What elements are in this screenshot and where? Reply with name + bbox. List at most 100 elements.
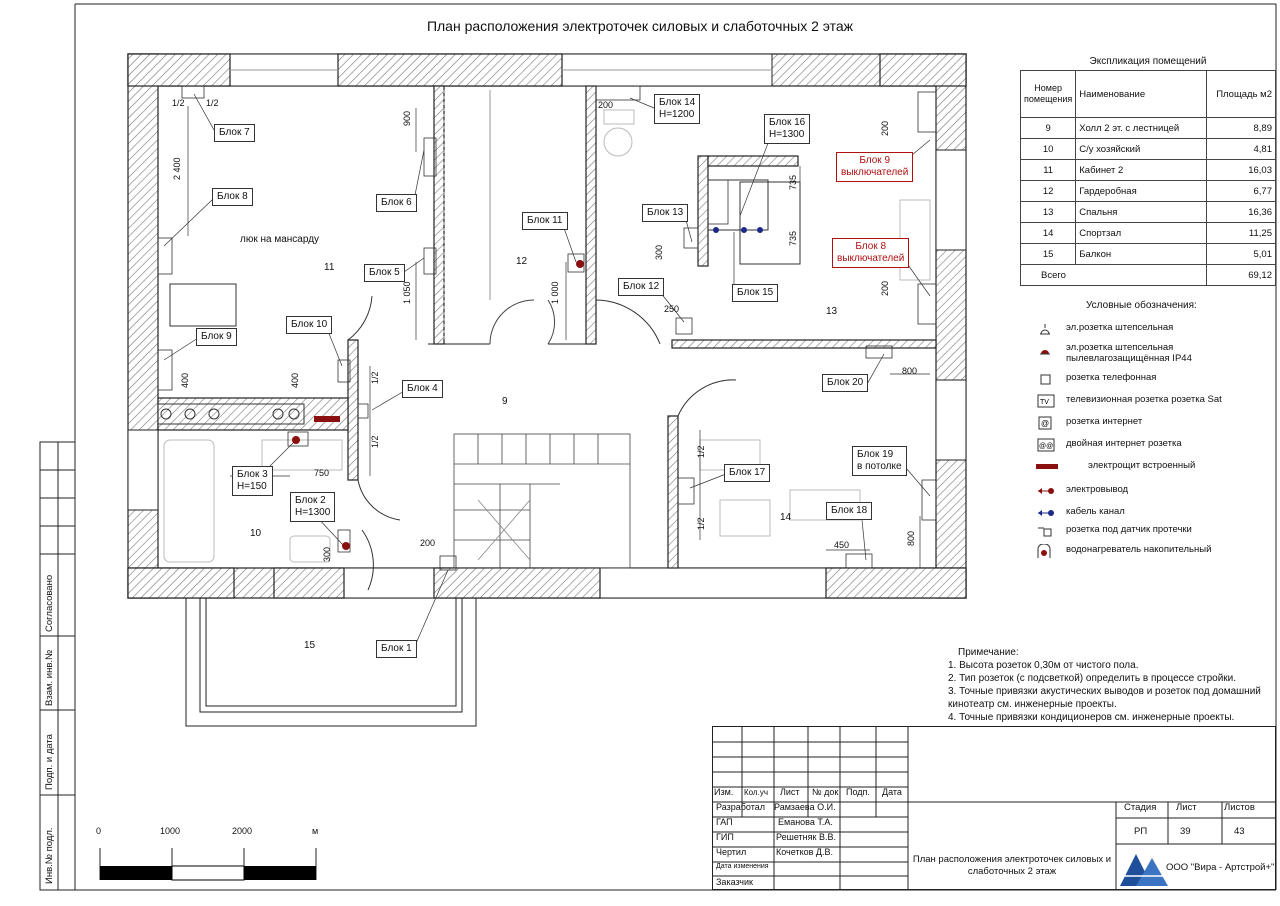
socket-icon	[1040, 324, 1050, 335]
cable-channel-icon	[1038, 510, 1054, 516]
dim-400-a: 400	[180, 372, 190, 388]
switch-block-8-note: выключателей	[837, 253, 905, 264]
dim-1050: 1 050	[402, 281, 412, 304]
legend-item-text: электрощит встроенный	[1088, 460, 1196, 471]
dim-800-b: 800	[906, 530, 916, 546]
block-1-label: Блок 1	[376, 640, 417, 658]
attic-hatch-label: люк на мансарду	[240, 234, 320, 245]
room-number-9: 9	[502, 396, 508, 407]
block-12-label: Блок 12	[618, 278, 665, 296]
dim-half-5: 1/2	[696, 445, 706, 458]
block-2-height: H=1300	[295, 507, 331, 518]
block-8-label: Блок 8	[212, 188, 253, 206]
wire-outlet-icon	[1038, 488, 1054, 494]
room-number-14: 14	[780, 512, 792, 523]
legend-item-text: двойная интернет розетка	[1066, 438, 1182, 449]
legend-item-text: эл.розетка штепсельная пылевлагозащищённ…	[1066, 342, 1192, 364]
sheet-frame	[39, 3, 1277, 891]
explication-cell-name: Спортзал	[1075, 222, 1207, 244]
block-10-label: Блок 10	[286, 316, 333, 334]
scale-tick-1000: 1000	[160, 826, 181, 836]
block-2-name: Блок 2	[295, 495, 326, 506]
dim-200-c: 200	[880, 120, 890, 136]
side-sign-date: Подп. и дата	[44, 734, 55, 790]
room-number-13: 13	[826, 306, 838, 317]
block-3-name: Блок 3	[237, 469, 268, 480]
stamp-sheet-header: Лист	[1176, 802, 1197, 813]
legend-item-text: эл.розетка штепсельная	[1066, 322, 1174, 333]
double-internet-socket-icon: @@	[1037, 438, 1055, 452]
scale-tick-0: 0	[96, 826, 102, 836]
legend-item-text: розетка под датчик протечки	[1066, 524, 1192, 535]
explication-header-number: Номер помещения	[1019, 70, 1077, 118]
side-replaces-inv: Взам. инв.№	[44, 649, 55, 706]
note-line: 4. Точные привязки кондиционеров см. инж…	[948, 712, 1235, 723]
stamp-sheets: 43	[1234, 826, 1245, 837]
block-9-label: Блок 9	[196, 328, 237, 346]
balcony	[185, 597, 477, 727]
block-16-name: Блок 16	[769, 117, 806, 128]
explication-cell-number: 15	[1019, 243, 1077, 265]
tv-socket-icon: TV	[1037, 394, 1055, 408]
explication-cell-number: 13	[1019, 201, 1077, 223]
explication-header-area: Площадь м2	[1205, 70, 1277, 118]
side-approved: Согласовано	[44, 574, 55, 632]
note-line: 3. Точные привязки акустических выводов …	[948, 686, 1261, 697]
side-inv-original: Инв.№ подл.	[44, 827, 55, 884]
dim-200-b: 200	[598, 100, 614, 110]
doors	[347, 295, 737, 591]
outlets	[157, 85, 937, 571]
dim-half-1: 1/2	[172, 98, 185, 108]
dim-200-a: 200	[420, 538, 436, 548]
explication-cell-area: 6,77	[1205, 180, 1277, 202]
dim-300-a: 300	[322, 546, 332, 562]
svg-text:@@: @@	[1039, 443, 1053, 450]
explication-table: Номер помещения Наименование Площадь м2 …	[1019, 70, 1277, 286]
block-16-height: H=1300	[769, 129, 805, 140]
explication-cell-area: 4,81	[1205, 138, 1277, 160]
stamp-person: Кочетков Д.В.	[776, 847, 833, 857]
stamp-person: Еманова Т.А.	[778, 817, 833, 827]
dim-735-b: 735	[788, 230, 798, 246]
stamp-h-izm: Изм.	[714, 787, 734, 797]
stamp-role: Разработал	[716, 802, 765, 812]
explication-cell-name: Гардеробная	[1075, 180, 1207, 202]
block-18-label: Блок 18	[826, 502, 873, 520]
explication-cell-area: 8,89	[1205, 117, 1277, 139]
legend-title: Условные обозначения:	[1086, 300, 1197, 311]
stamp-person: Рамзаева О.И.	[774, 802, 836, 812]
dim-200-d: 200	[880, 280, 890, 296]
explication-cell-area: 16,03	[1205, 159, 1277, 181]
stamp-h-sign: Подп.	[846, 787, 870, 797]
legend-item-text: розетка телефонная	[1066, 372, 1157, 383]
block-17-label: Блок 17	[724, 464, 771, 482]
stamp-h-list: Лист	[780, 787, 800, 797]
explication-cell-area: 5,01	[1205, 243, 1277, 265]
switch-block-9-name: Блок 9	[859, 155, 891, 166]
explication-cell-name: Балкон	[1075, 243, 1207, 265]
notes-title: Примечание:	[958, 647, 1019, 658]
scale-bar	[99, 848, 317, 881]
page-title: План расположения электроточек силовых и…	[426, 18, 854, 34]
dim-800-a: 800	[902, 366, 918, 376]
legend-item-text: розетка интернет	[1066, 416, 1143, 427]
switch-block-9-note: выключателей	[841, 167, 909, 178]
switch-block-8-name: Блок 8	[855, 241, 887, 252]
leak-sensor-icon	[1038, 527, 1052, 537]
stamp-role: Дата изменения	[716, 863, 769, 870]
explication-cell-number: 11	[1019, 159, 1077, 181]
block-20-label: Блок 20	[822, 374, 869, 392]
dim-900: 900	[402, 110, 412, 126]
block-13-label: Блок 13	[642, 204, 689, 222]
room-number-12: 12	[516, 256, 528, 267]
